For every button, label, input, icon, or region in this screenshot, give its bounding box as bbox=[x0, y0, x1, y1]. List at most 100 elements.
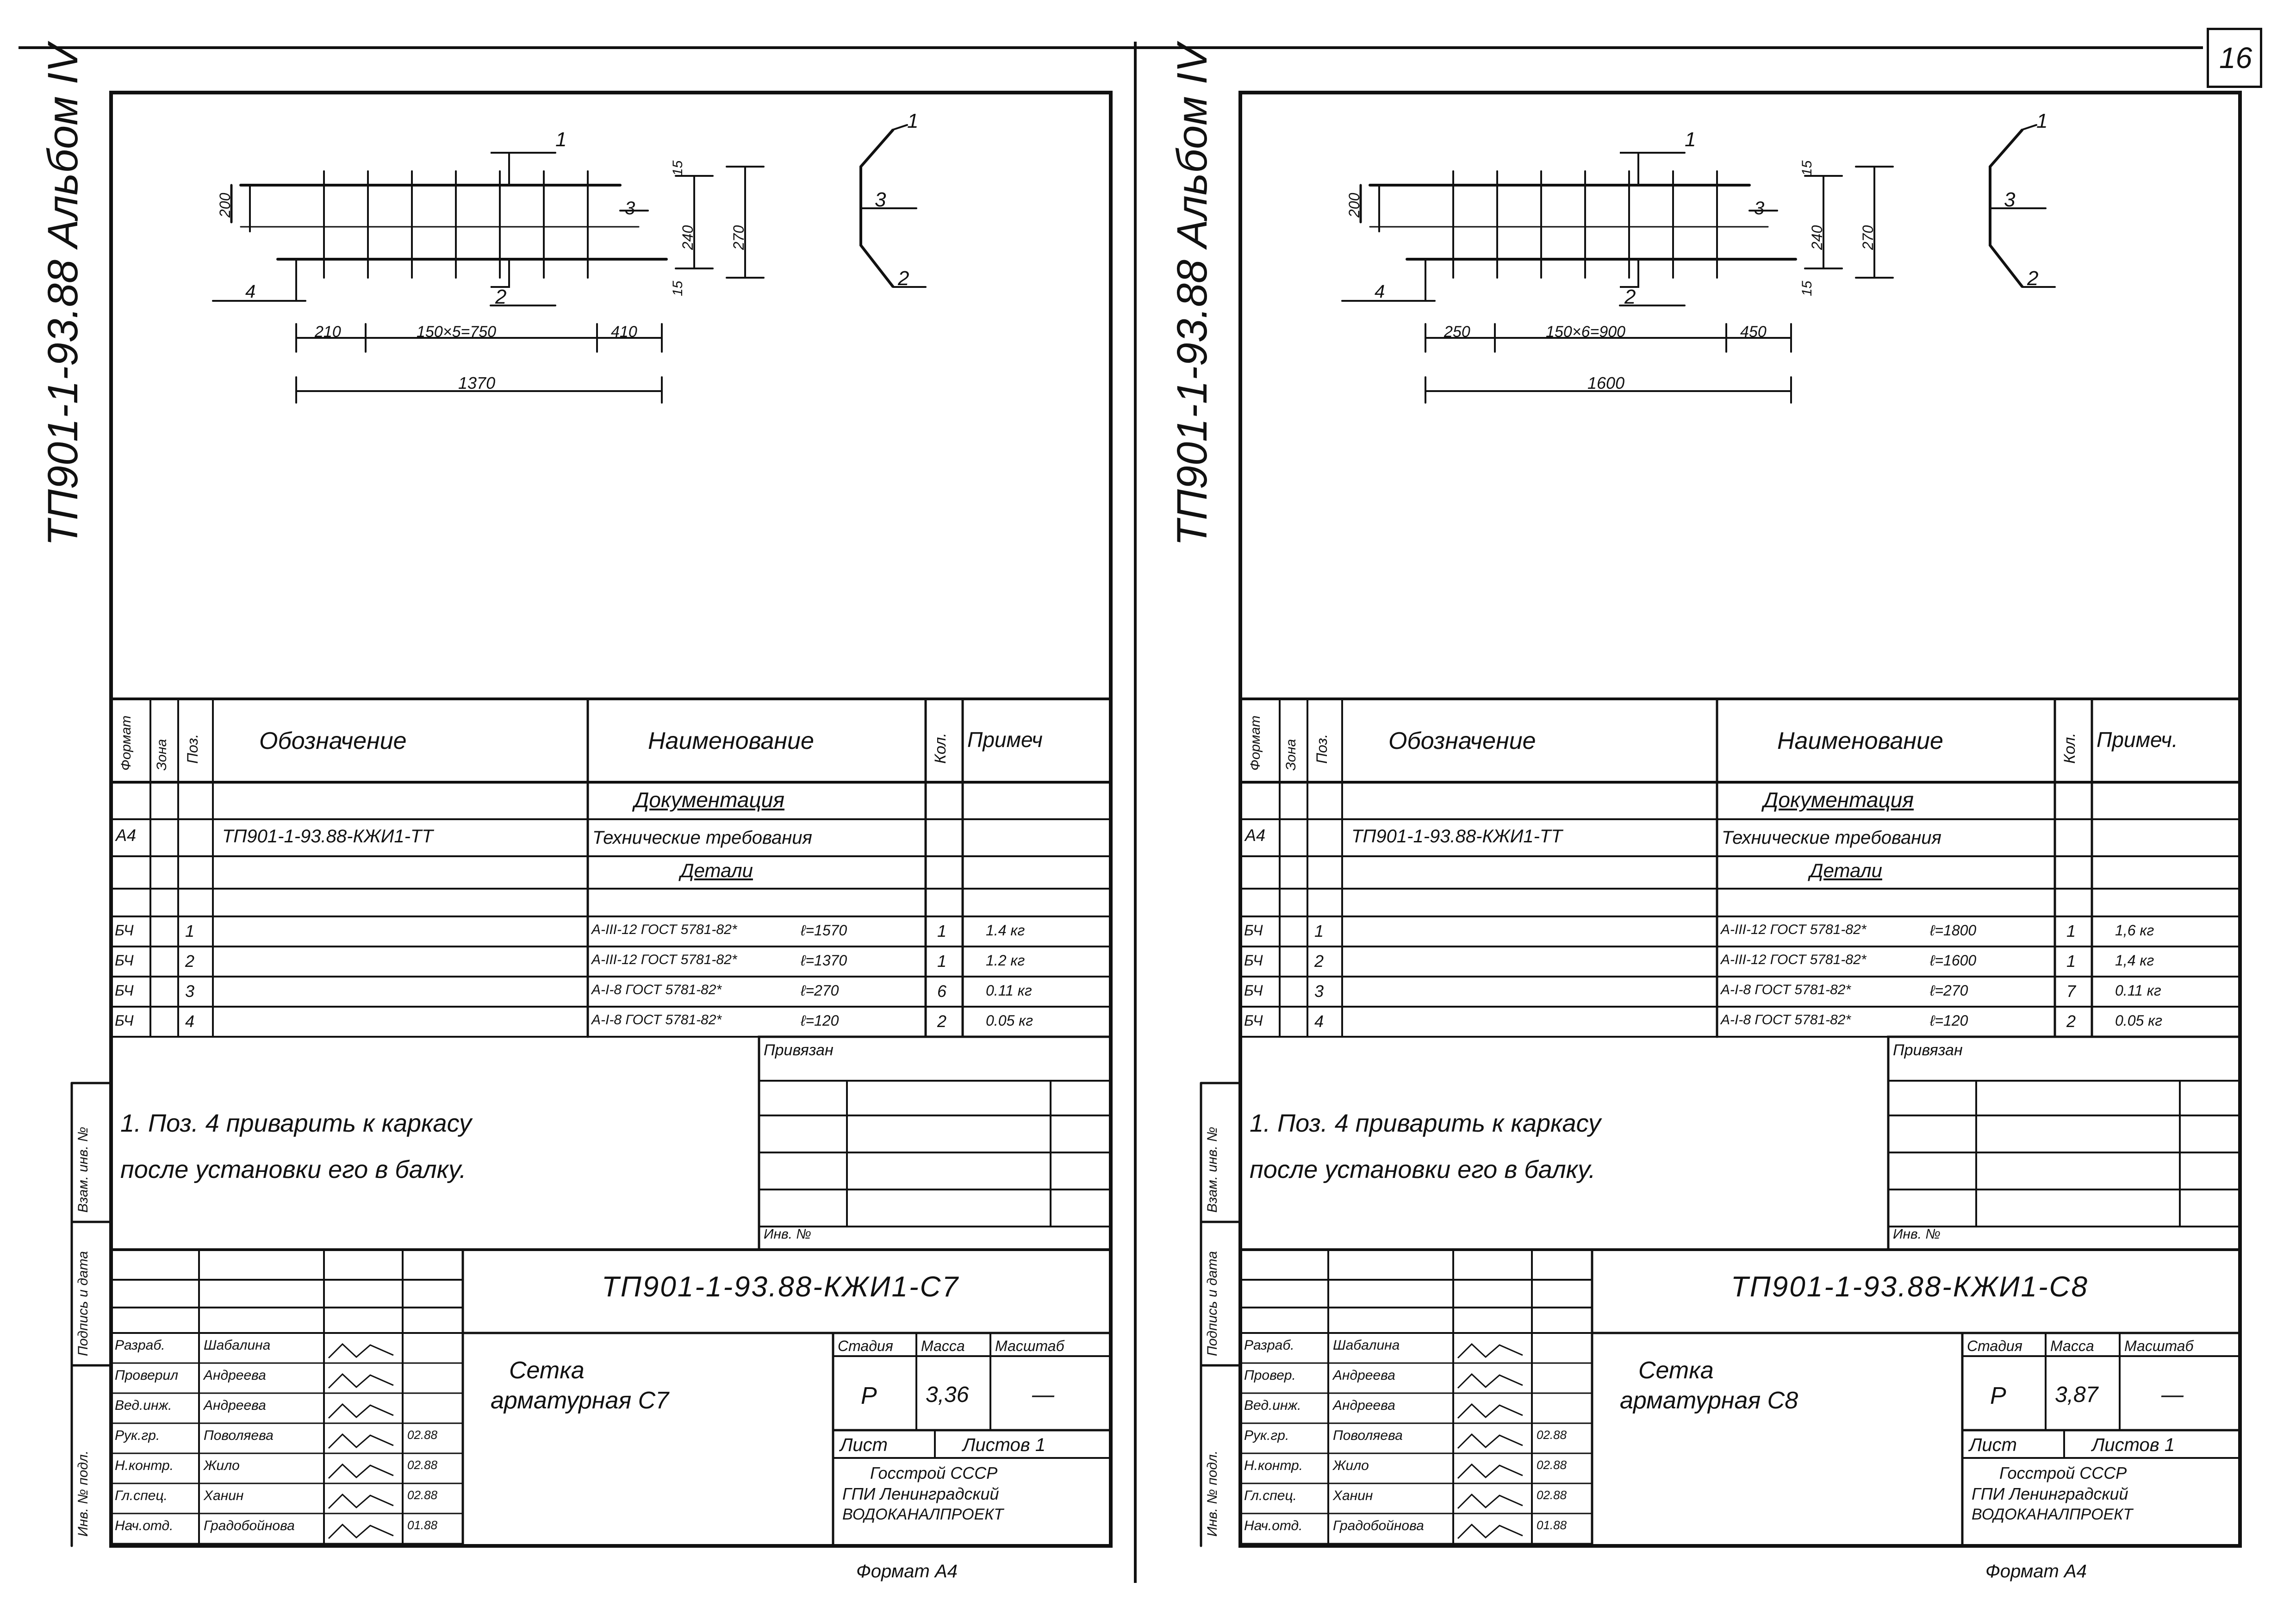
row-qty: 1 bbox=[937, 952, 947, 971]
side-label-signature-date: Подпись и дата bbox=[1205, 1251, 1220, 1356]
dim-span-value: 150×5=750 bbox=[417, 323, 497, 341]
sign-name: Градобойнова bbox=[1333, 1518, 1424, 1533]
dim-right-value: 410 bbox=[611, 323, 637, 341]
section-pos-1-label: 1 bbox=[907, 110, 919, 132]
row-note: 1,6 кг bbox=[2115, 922, 2154, 939]
row-pos: 4 bbox=[185, 1012, 195, 1031]
dim-right-value: 450 bbox=[1740, 323, 1767, 341]
row-pos: 3 bbox=[1314, 982, 1324, 1001]
row-name: А-I-8 ГОСТ 5781-82* bbox=[591, 982, 722, 997]
sign-name: Ханин bbox=[204, 1488, 244, 1503]
sign-name: Жило bbox=[1333, 1458, 1369, 1473]
org-line-3: ВОДОКАНАЛПРОЕКТ bbox=[1972, 1506, 2133, 1523]
doc-row-name: Технические требования bbox=[592, 828, 812, 848]
dim-200-value: 200 bbox=[217, 193, 233, 218]
sign-date: 02.88 bbox=[407, 1458, 438, 1472]
spec-header-note: Примеч. bbox=[2097, 728, 2178, 752]
signature-scribble bbox=[328, 1403, 394, 1419]
sign-date: 02.88 bbox=[1537, 1488, 1567, 1502]
sign-role: Гл.спец. bbox=[1244, 1488, 1297, 1503]
org-line-3: ВОДОКАНАЛПРОЕКТ bbox=[842, 1506, 1004, 1523]
row-note: 0.11 кг bbox=[986, 982, 1032, 999]
privyazan-box bbox=[758, 1035, 1112, 1251]
row-pos: 3 bbox=[185, 982, 195, 1001]
section-pos-3-label: 3 bbox=[2004, 188, 2016, 211]
doc-row-designation: ТП901-1-93.88-КЖИ1-ТТ bbox=[222, 826, 433, 847]
spec-header-designation: Обозначение bbox=[1388, 728, 1536, 754]
row-qty: 7 bbox=[2066, 982, 2076, 1001]
org-line-1: Госстрой СССР bbox=[1999, 1464, 2127, 1482]
section-pos-1-label: 1 bbox=[2036, 110, 2048, 132]
row-note: 1.2 кг bbox=[986, 952, 1025, 969]
signature-scribble bbox=[328, 1493, 394, 1509]
signature-scribble bbox=[328, 1373, 394, 1389]
row-pos: 2 bbox=[185, 952, 195, 971]
row-length: ℓ=1600 bbox=[1930, 952, 1977, 969]
dim-total-value: 1370 bbox=[458, 374, 496, 392]
stage-header-scale: Масштаб bbox=[2124, 1338, 2194, 1354]
stage-value-scale: — bbox=[1032, 1383, 1054, 1407]
stage-value-mass: 3,87 bbox=[2055, 1383, 2098, 1407]
pos-2-label: 2 bbox=[1624, 286, 1636, 308]
row-length: ℓ=1570 bbox=[801, 922, 847, 939]
row-note: 0.05 кг bbox=[986, 1012, 1033, 1029]
sign-date: 02.88 bbox=[1537, 1428, 1567, 1442]
signature-scribble bbox=[1457, 1343, 1523, 1359]
signature-scribble bbox=[328, 1523, 394, 1539]
row-name: А-III-12 ГОСТ 5781-82* bbox=[591, 922, 737, 937]
row-format: БЧ bbox=[1244, 922, 1263, 939]
row-qty: 1 bbox=[2066, 922, 2076, 940]
sign-name: Андреева bbox=[1333, 1368, 1395, 1383]
privyazan-box bbox=[1887, 1035, 2241, 1251]
row-name: А-III-12 ГОСТ 5781-82* bbox=[1721, 922, 1867, 937]
pos-2-label: 2 bbox=[495, 286, 507, 308]
section-docs-title: Документация bbox=[634, 788, 784, 812]
sign-name: Андреева bbox=[204, 1368, 266, 1383]
stage-value-mass: 3,36 bbox=[926, 1383, 969, 1407]
row-qty: 2 bbox=[2066, 1012, 2076, 1031]
side-label-inv-podl: Инв. № подл. bbox=[75, 1450, 91, 1537]
org-line-2: ГПИ Ленинградский bbox=[1972, 1484, 2128, 1503]
dim-240-value: 240 bbox=[1809, 225, 1825, 250]
pos-3-label: 3 bbox=[1754, 198, 1765, 218]
doc-row-designation: ТП901-1-93.88-КЖИ1-ТТ bbox=[1351, 826, 1562, 847]
sign-date: 01.88 bbox=[407, 1518, 438, 1532]
row-pos: 2 bbox=[1314, 952, 1324, 971]
pos-1-label: 1 bbox=[1685, 128, 1696, 151]
sign-name: Шабалина bbox=[204, 1338, 271, 1353]
inv-no-label: Инв. № bbox=[764, 1227, 811, 1242]
section-pos-2-label: 2 bbox=[2027, 267, 2039, 290]
sign-name: Поволяева bbox=[1333, 1428, 1403, 1443]
row-note: 0.11 кг bbox=[2115, 982, 2161, 999]
spec-header-format: Формат bbox=[118, 715, 134, 771]
side-label-inv-podl: Инв. № подл. bbox=[1205, 1450, 1220, 1537]
doc-row-format: А4 bbox=[116, 826, 137, 845]
spec-header-format: Формат bbox=[1248, 715, 1263, 771]
row-name: А-I-8 ГОСТ 5781-82* bbox=[1721, 1012, 1851, 1028]
stage-header-mass: Масса bbox=[921, 1338, 965, 1354]
stage-header-stage: Стадия bbox=[838, 1338, 893, 1354]
pos2-leader bbox=[491, 259, 510, 288]
sign-role: Н.контр. bbox=[115, 1458, 174, 1473]
dim-240-value: 240 bbox=[679, 225, 696, 250]
note-line-2: после установки его в балку. bbox=[120, 1156, 467, 1183]
sign-name: Жило bbox=[204, 1458, 240, 1473]
dim-total-value: 1600 bbox=[1587, 374, 1625, 392]
dim-15-top-value: 15 bbox=[670, 160, 685, 176]
sign-role: Вед.инж. bbox=[115, 1398, 172, 1413]
note-line-1: 1. Поз. 4 приварить к каркасу bbox=[120, 1109, 472, 1137]
album-label: ТП901-1-93.88 Альбом IV bbox=[39, 44, 87, 546]
row-format: БЧ bbox=[1244, 1012, 1263, 1029]
row-note: 0.05 кг bbox=[2115, 1012, 2163, 1029]
dim-270-value: 270 bbox=[1860, 225, 1876, 250]
row-qty: 2 bbox=[937, 1012, 947, 1031]
pos-3-label: 3 bbox=[625, 198, 635, 218]
dim-left-value: 210 bbox=[315, 323, 341, 341]
signature-scribble bbox=[328, 1343, 394, 1359]
pos-4-label: 4 bbox=[245, 281, 256, 302]
spec-header-note: Примеч bbox=[967, 728, 1043, 752]
row-pos: 4 bbox=[1314, 1012, 1324, 1031]
pos-1-label: 1 bbox=[555, 128, 567, 151]
stage-value-stage: Р bbox=[861, 1383, 877, 1409]
